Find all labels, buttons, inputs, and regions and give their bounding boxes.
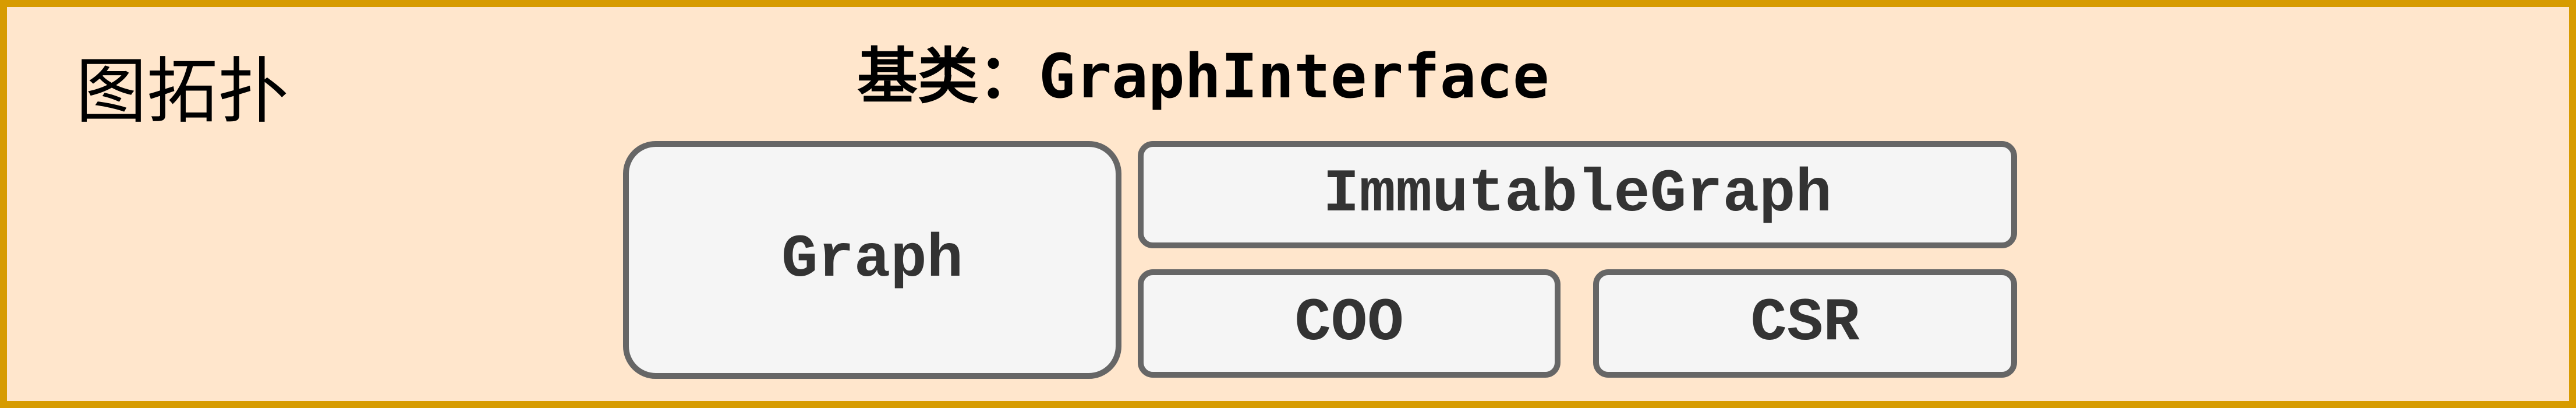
coo-node: COO: [1138, 269, 1561, 378]
graph-node-label: Graph: [781, 226, 964, 294]
graph-node: Graph: [623, 141, 1121, 379]
csr-node-label: CSR: [1750, 289, 1860, 358]
section-label: 图拓扑: [76, 50, 289, 133]
immutable-graph-node-label: ImmutableGraph: [1323, 160, 1832, 229]
coo-node-label: COO: [1294, 289, 1404, 358]
base-class-title-name: GraphInterface: [1039, 41, 1549, 112]
csr-node: CSR: [1593, 269, 2017, 378]
immutable-graph-node: ImmutableGraph: [1138, 141, 2017, 248]
base-class-title-prefix: 基类：: [857, 41, 1039, 112]
base-class-title: 基类：GraphInterface: [857, 33, 1742, 120]
